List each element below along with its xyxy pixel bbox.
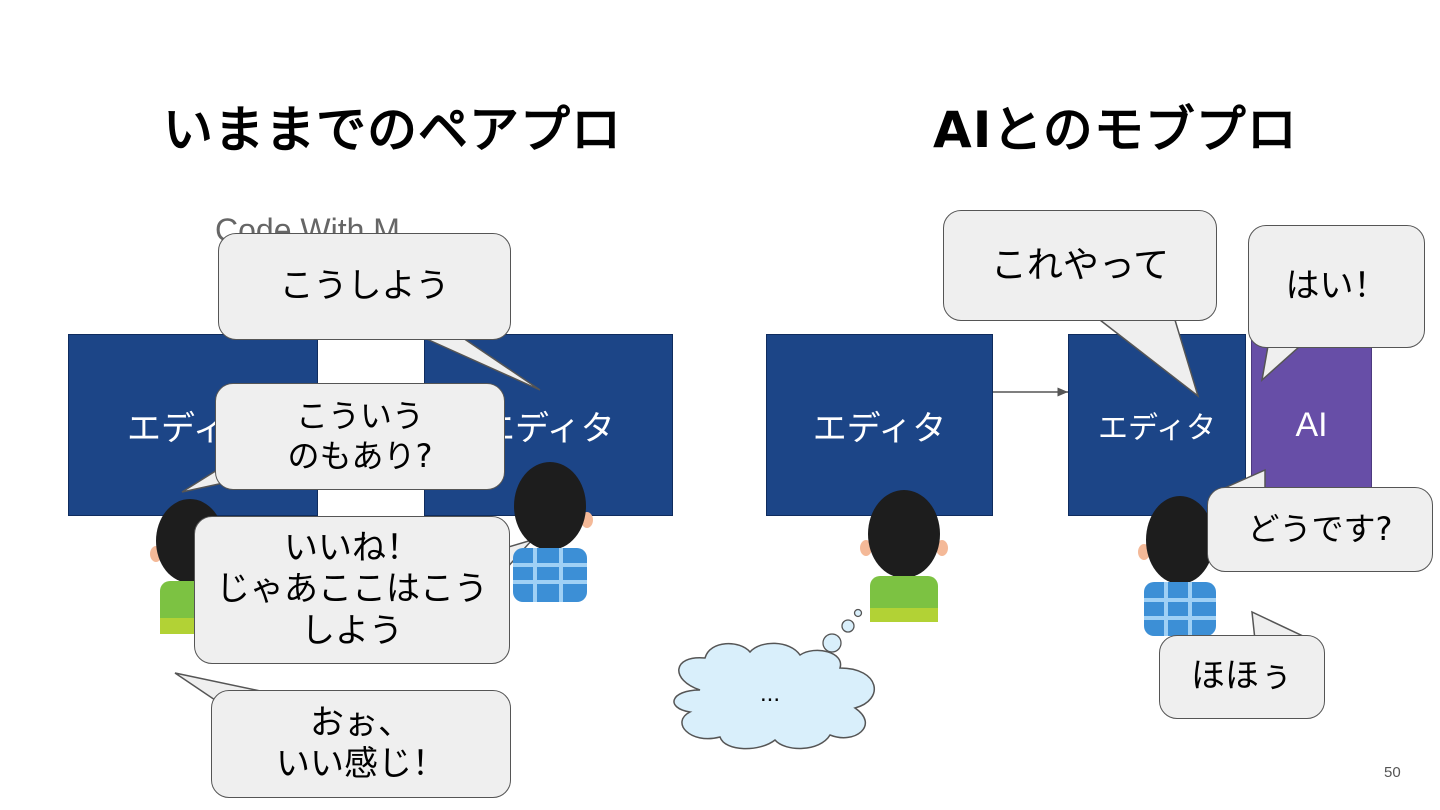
- bubble-lets-do-this: こうしよう: [218, 233, 511, 340]
- bubble-i-see: ほほぅ: [1159, 635, 1325, 719]
- bubble-i-see-text: ほほぅ: [1191, 656, 1293, 697]
- right-person-blue: [1138, 496, 1216, 636]
- bubble-do-this-text: これやって: [990, 244, 1170, 286]
- bubble-yes-text: はい！: [1285, 265, 1388, 306]
- bubble-yes: はい！: [1248, 225, 1425, 348]
- bubble-nice-then-this-line2: じゃあここはこう: [216, 569, 488, 610]
- bubble-nice-then-this: いいね！ じゃあここはこう しよう: [194, 516, 510, 664]
- right-editor-box-1-label: エディタ: [812, 408, 947, 449]
- page-number: 50: [1384, 764, 1401, 781]
- bubble-how-about-this-line1: こういう: [295, 397, 424, 436]
- bubble-do-this: これやって: [943, 210, 1217, 321]
- bubble-nice-then-this-line3: しよう: [301, 610, 403, 651]
- right-editor-box-2-label: エディタ: [1098, 411, 1216, 446]
- thought-text: ...: [759, 680, 780, 707]
- right-title: AIとのモブプロ: [933, 101, 1298, 159]
- ai-box-label: AI: [1295, 405, 1328, 444]
- bubble-how-is-it-text: どうです?: [1247, 509, 1393, 548]
- bubble-looks-good-line2: いい感じ！: [276, 744, 446, 784]
- bubble-how-about-this-line2: のもあり?: [287, 436, 433, 475]
- bubble-how-is-it: どうです?: [1207, 487, 1433, 572]
- left-person-blue: [513, 462, 593, 602]
- bubble-nice-then-this-line1: いいね！: [284, 527, 420, 568]
- bubble-how-about-this: こういう のもあり?: [215, 383, 505, 490]
- right-person-green: [860, 490, 948, 622]
- bubble-lets-do-this-text: こうしよう: [279, 265, 450, 306]
- bubble-looks-good-line1: おぉ、: [310, 702, 412, 743]
- left-title: いままでのペアプロ: [163, 101, 622, 159]
- bubble-looks-good: おぉ、 いい感じ！: [211, 690, 511, 798]
- right-editor-box-1: エディタ: [766, 334, 993, 516]
